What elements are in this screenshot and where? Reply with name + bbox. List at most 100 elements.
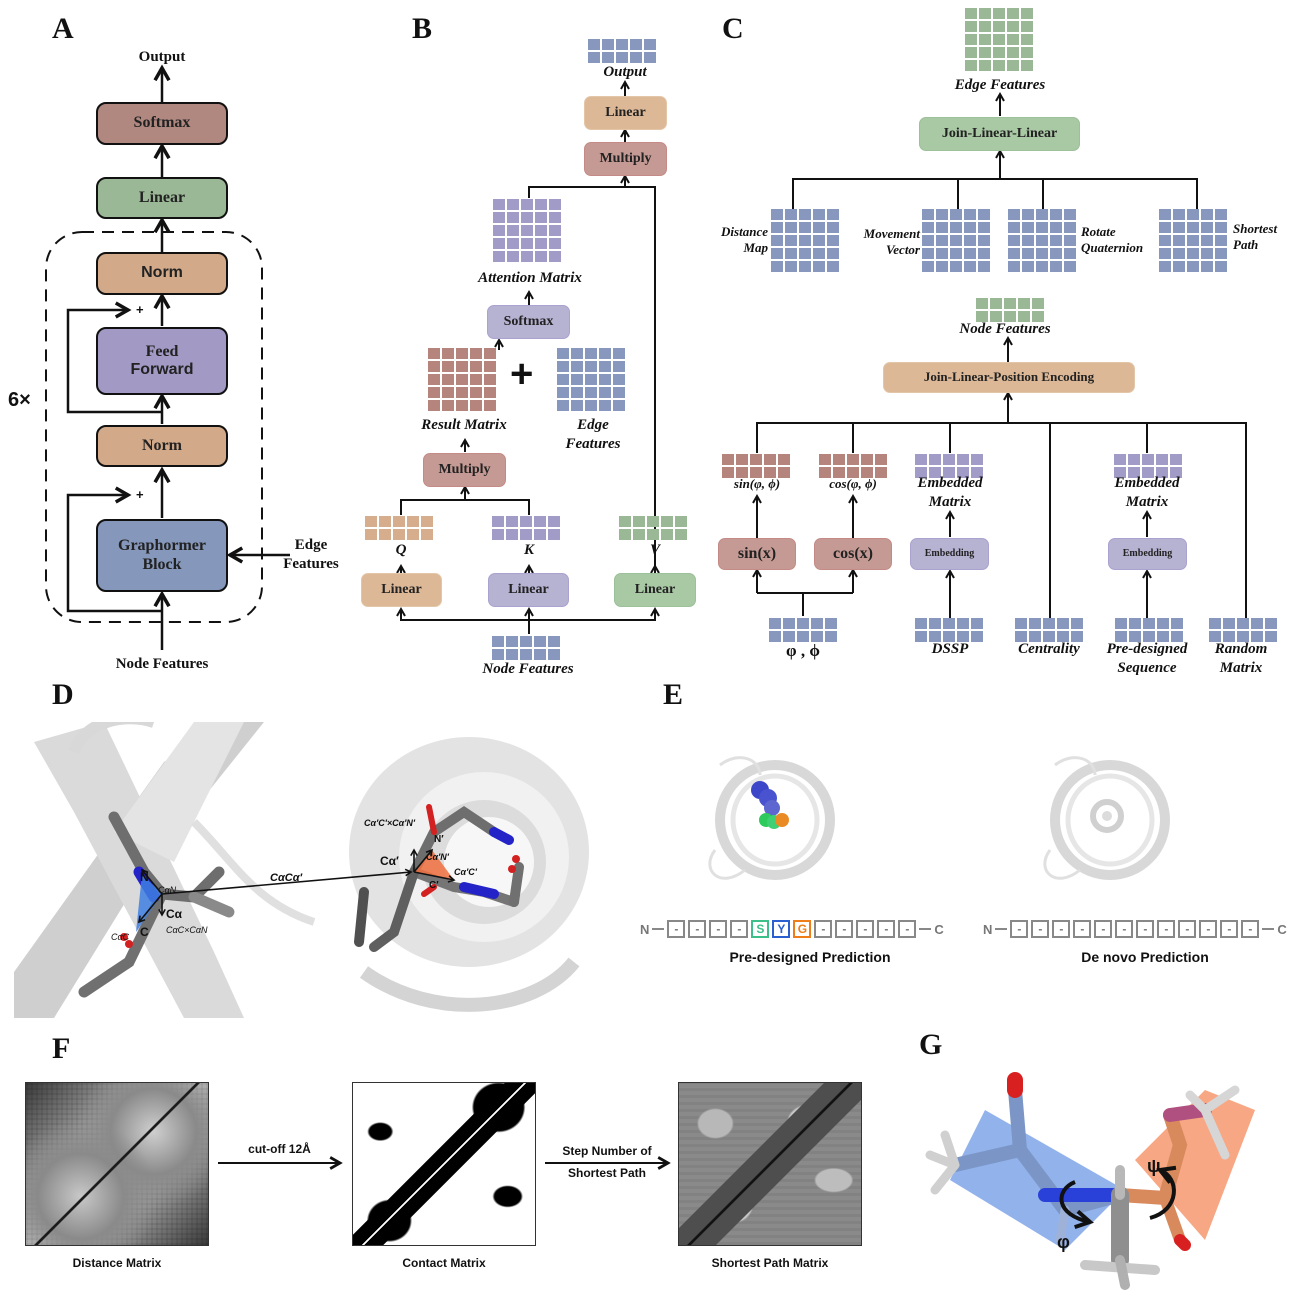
embedded-matrix-2-line-1: Embedded xyxy=(1114,475,1180,491)
matrix-cell xyxy=(1057,631,1069,642)
contact-matrix-heatmap xyxy=(352,1082,536,1246)
matrix-cell xyxy=(965,47,977,58)
linear-label-k: Linear xyxy=(508,581,549,597)
matrix-cell xyxy=(993,21,1005,32)
matrix-cell xyxy=(602,39,614,50)
matrix-cell xyxy=(1142,467,1154,478)
matrix-cell xyxy=(936,248,948,259)
matrix-cell xyxy=(520,529,532,540)
embedded-matrix-label-1: Embedded Matrix xyxy=(905,474,995,512)
n-terminus-link xyxy=(995,928,1008,930)
matrix-cell xyxy=(571,400,583,411)
residue-cell: - xyxy=(1052,920,1071,938)
matrix-cell xyxy=(1114,454,1126,465)
matrix-cell xyxy=(1022,248,1034,259)
label-c: C xyxy=(140,925,149,939)
embedding-label-2: Embedding xyxy=(1122,548,1173,560)
residue-cell: - xyxy=(898,920,917,938)
contact-matrix-caption: Contact Matrix xyxy=(402,1256,486,1270)
matrix-cell xyxy=(456,348,468,359)
matrix-cell xyxy=(535,199,547,210)
matrix-cell xyxy=(619,529,631,540)
node-features-label-c: Node Features xyxy=(959,321,1051,337)
panel-letter-a: A xyxy=(52,12,74,45)
matrix-cell xyxy=(588,52,600,63)
residue-cell: - xyxy=(1031,920,1050,938)
matrix-cell xyxy=(1156,454,1168,465)
matrix-cell xyxy=(978,261,990,272)
matrix-cell xyxy=(470,374,482,385)
residue-cell: S xyxy=(751,920,770,938)
matrix-cell xyxy=(978,222,990,233)
matrix-cell xyxy=(797,618,809,629)
matrix-cell xyxy=(442,374,454,385)
matrix-cell xyxy=(493,225,505,236)
matrix-cell xyxy=(799,209,811,220)
matrix-cell xyxy=(507,199,519,210)
predesigned-line-1: Pre-designed xyxy=(1106,641,1188,657)
matrix-cell xyxy=(1215,222,1227,233)
matrix-cell xyxy=(799,261,811,272)
embedded-matrix-label-2: Embedded Matrix xyxy=(1102,474,1192,512)
matrix-cell xyxy=(557,400,569,411)
matrix-cell xyxy=(1050,235,1062,246)
cos-phi-psi-label: cos(φ, ϕ) xyxy=(829,476,877,491)
matrix-cell xyxy=(1064,235,1076,246)
sin-phi-psi-label: sin(φ, ϕ) xyxy=(733,476,781,491)
matrix-cell xyxy=(1115,618,1127,629)
edge-features-grid-b xyxy=(557,348,625,411)
matrix-cell xyxy=(630,52,642,63)
matrix-cell xyxy=(1018,311,1030,322)
dssp-matrix xyxy=(915,618,983,642)
matrix-cell xyxy=(929,467,941,478)
matrix-cell xyxy=(442,387,454,398)
matrix-cell xyxy=(1215,209,1227,220)
matrix-cell xyxy=(1008,209,1020,220)
matrix-cell xyxy=(549,238,561,249)
graphormer-label-1: Graphormer xyxy=(118,537,206,555)
random-matrix-label: Random Matrix xyxy=(1196,640,1286,678)
repeat-count-label: 6× xyxy=(8,389,31,411)
matrix-cell xyxy=(585,348,597,359)
matrix-cell xyxy=(1128,454,1140,465)
matrix-cell xyxy=(771,222,783,233)
phi-angle-label: φ xyxy=(1057,1232,1070,1252)
matrix-cell xyxy=(979,8,991,19)
cos-matrix xyxy=(819,454,887,478)
matrix-cell xyxy=(506,516,518,527)
matrix-cell xyxy=(922,261,934,272)
matrix-cell xyxy=(428,374,440,385)
matrix-cell xyxy=(965,8,977,19)
c-terminus-label: C xyxy=(934,921,944,937)
cos-function-label: cos(x) xyxy=(833,544,873,562)
matrix-cell xyxy=(1173,209,1185,220)
n-terminus-label: N xyxy=(640,921,650,937)
edge-features-grid-c xyxy=(965,8,1033,71)
matrix-cell xyxy=(407,529,419,540)
matrix-cell xyxy=(492,529,504,540)
centrality-matrix xyxy=(1015,618,1083,642)
rotate-quaternion-label: Rotate Quaternion xyxy=(1081,224,1143,257)
matrix-cell xyxy=(990,298,1002,309)
result-matrix-grid xyxy=(428,348,496,411)
matrix-cell xyxy=(1021,8,1033,19)
embedding-block-1: Embedding xyxy=(910,538,989,570)
matrix-cell xyxy=(644,39,656,50)
matrix-cell xyxy=(1008,235,1020,246)
matrix-cell xyxy=(428,387,440,398)
matrix-cell xyxy=(936,222,948,233)
matrix-cell xyxy=(811,631,823,642)
matrix-cell xyxy=(647,516,659,527)
matrix-cell xyxy=(1036,235,1048,246)
label-cross-product-prime: Cα′C′×Cα′N′ xyxy=(364,818,416,828)
matrix-cell xyxy=(1187,222,1199,233)
matrix-cell xyxy=(929,618,941,629)
matrix-cell xyxy=(979,34,991,45)
matrix-cell xyxy=(771,235,783,246)
random-line-1: Random xyxy=(1214,641,1268,657)
matrix-cell xyxy=(833,454,845,465)
matrix-cell xyxy=(442,361,454,372)
matrix-cell xyxy=(799,248,811,259)
matrix-cell xyxy=(1064,209,1076,220)
residue-cell: - xyxy=(1073,920,1092,938)
